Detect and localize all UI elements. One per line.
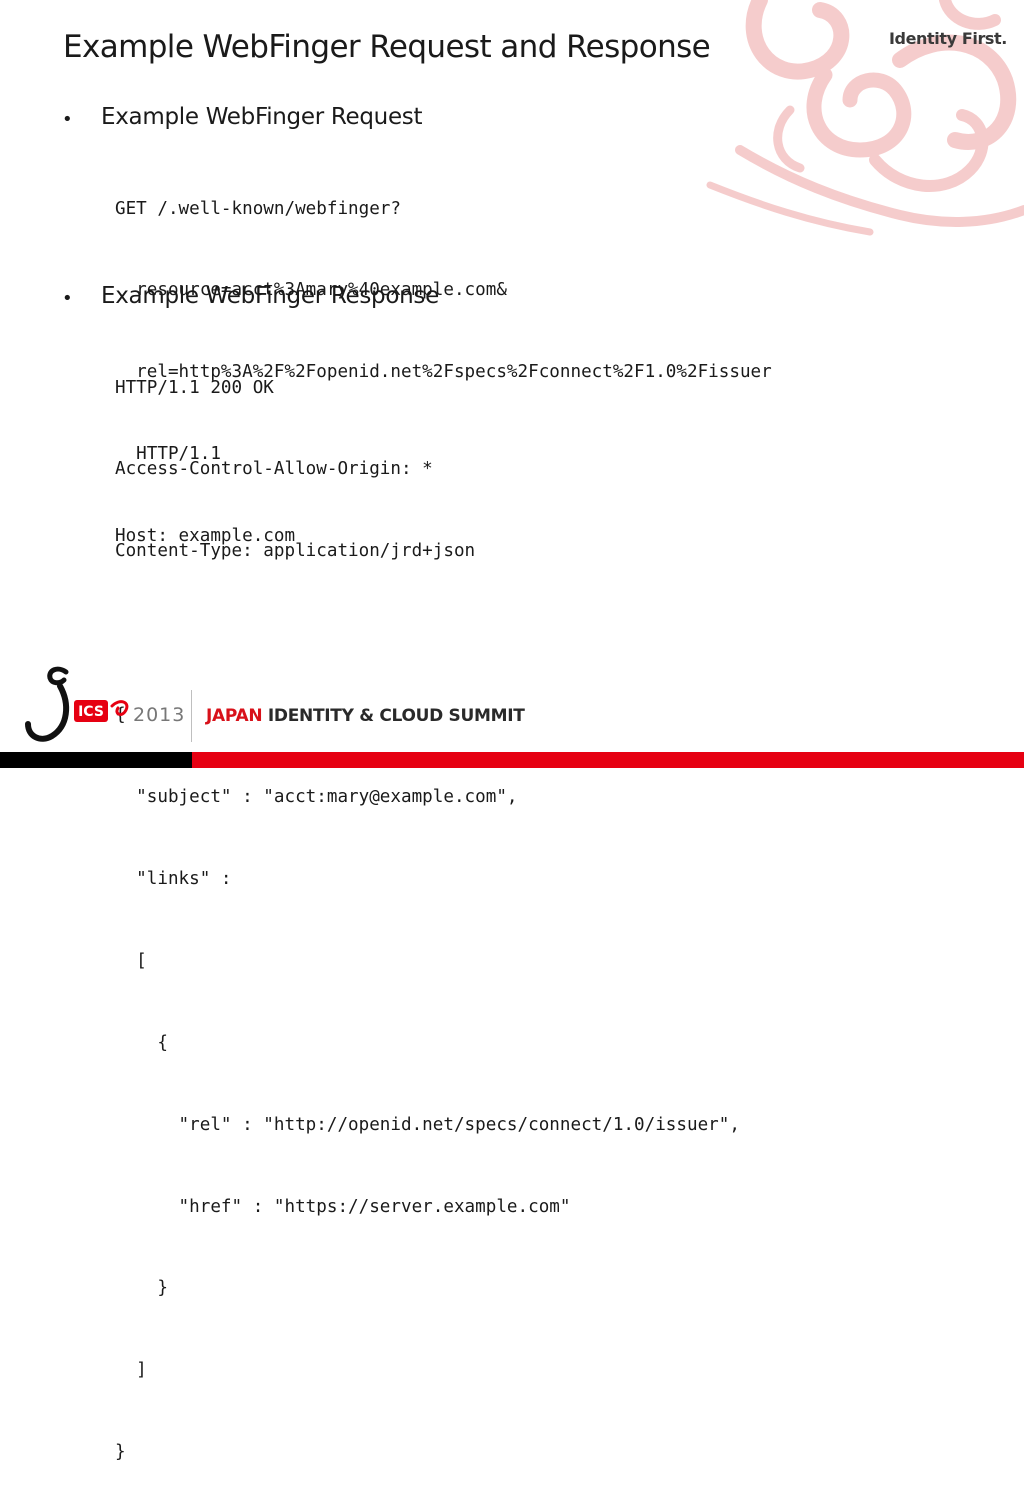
code-line: } (115, 1278, 168, 1299)
code-line: "links" : (115, 868, 232, 889)
jics-logo-icon: ICS (25, 666, 129, 742)
code-line: resource=acct%3Amary%40example.com& (115, 280, 507, 301)
footer-event-suffix: IDENTITY & CLOUD SUMMIT (267, 706, 525, 726)
bullet-dot-icon: • (62, 109, 73, 130)
code-line: "href" : "https://server.example.com" (115, 1196, 571, 1217)
footer-divider (191, 690, 192, 742)
code-line (115, 620, 740, 647)
footer-bar-red (192, 752, 1024, 768)
slide-title: Example WebFinger Request and Response (63, 29, 711, 65)
code-line: rel=http%3A%2F%2Fopenid.net%2Fspecs%2Fco… (115, 362, 772, 383)
code-line: [ (115, 950, 147, 971)
bullet-response-label: Example WebFinger Response (101, 283, 439, 309)
code-line: "subject" : "acct:mary@example.com", (115, 787, 518, 808)
code-line: ] (115, 1360, 147, 1381)
code-line: { (115, 1032, 168, 1053)
identity-first-tagline: Identity First. (889, 29, 1007, 48)
footer-event-name: JAPAN IDENTITY & CLOUD SUMMIT (206, 706, 525, 726)
request-code-block: GET /.well-known/webfinger? resource=acc… (115, 141, 772, 578)
bullet-request-label: Example WebFinger Request (101, 104, 423, 130)
code-line: Host: example.com (115, 526, 296, 547)
response-code-block: HTTP/1.1 200 OK Access-Control-Allow-Ori… (115, 320, 740, 1494)
logo-mark-text: ICS (78, 704, 104, 720)
code-line: "rel" : "http://openid.net/specs/connect… (115, 1114, 740, 1135)
bullet-dot-icon: • (62, 288, 73, 309)
code-line: GET /.well-known/webfinger? (115, 198, 401, 219)
swirl-decoration (706, 0, 1024, 236)
code-line: HTTP/1.1 200 OK (115, 377, 274, 398)
code-line: Access-Control-Allow-Origin: * (115, 459, 433, 480)
footer-event-prefix: JAPAN (206, 706, 263, 726)
code-line: Content-Type: application/jrd+json (115, 541, 476, 562)
footer-year: 2013 (133, 704, 186, 726)
footer-bar-black (0, 752, 192, 768)
code-line: } (115, 1442, 126, 1463)
code-line: HTTP/1.1 (115, 444, 221, 465)
